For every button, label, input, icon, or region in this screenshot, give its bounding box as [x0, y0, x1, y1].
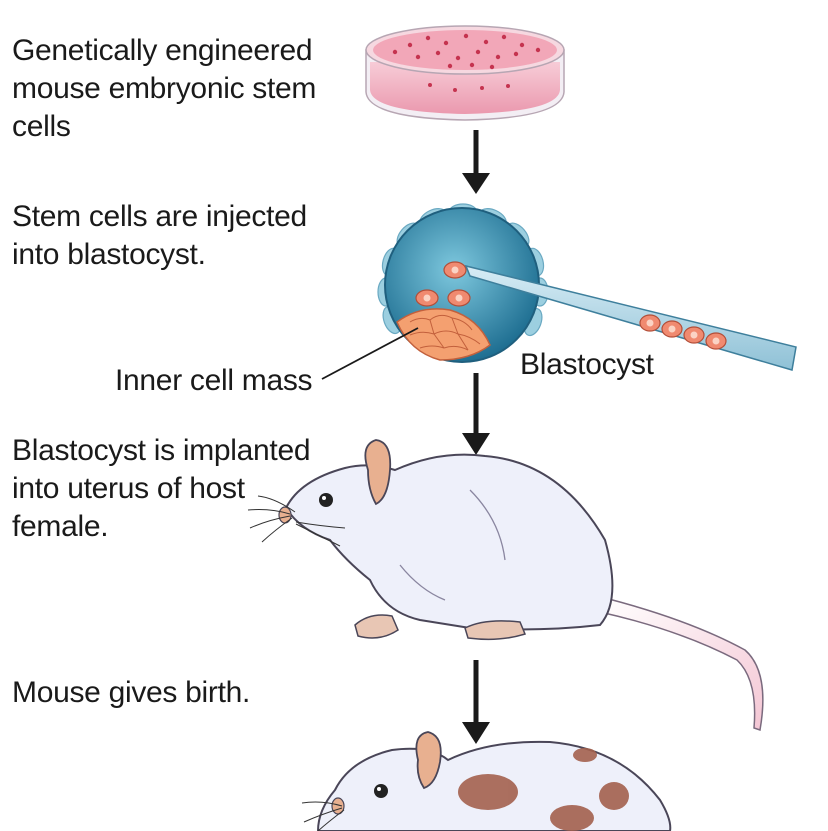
arrow-1-icon: [462, 130, 490, 194]
inner-cell-mass-icon: [396, 308, 491, 361]
step-4-text: Mouse gives birth.: [12, 676, 251, 709]
step-2-text: Stem cells are injected into blastocyst.: [12, 200, 307, 271]
inner-cell-mass-pointer: [321, 327, 419, 380]
pipette-icon: [464, 264, 797, 371]
step-1-text: Genetically engineered mouse embryonic s…: [12, 34, 317, 143]
blastocyst-icon: [321, 203, 549, 380]
inner-cell-mass-label: Inner cell mass: [115, 364, 313, 397]
petri-dish-icon: [365, 25, 565, 121]
blastocyst-label: Blastocyst: [520, 348, 654, 381]
arrow-3-icon: [462, 660, 490, 744]
host-mouse-icon: [247, 439, 764, 731]
chimeric-mouse-icon: [301, 731, 672, 831]
arrow-2-icon: [462, 373, 490, 455]
step-3-text: Blastocyst is implanted into uterus of h…: [12, 434, 311, 543]
